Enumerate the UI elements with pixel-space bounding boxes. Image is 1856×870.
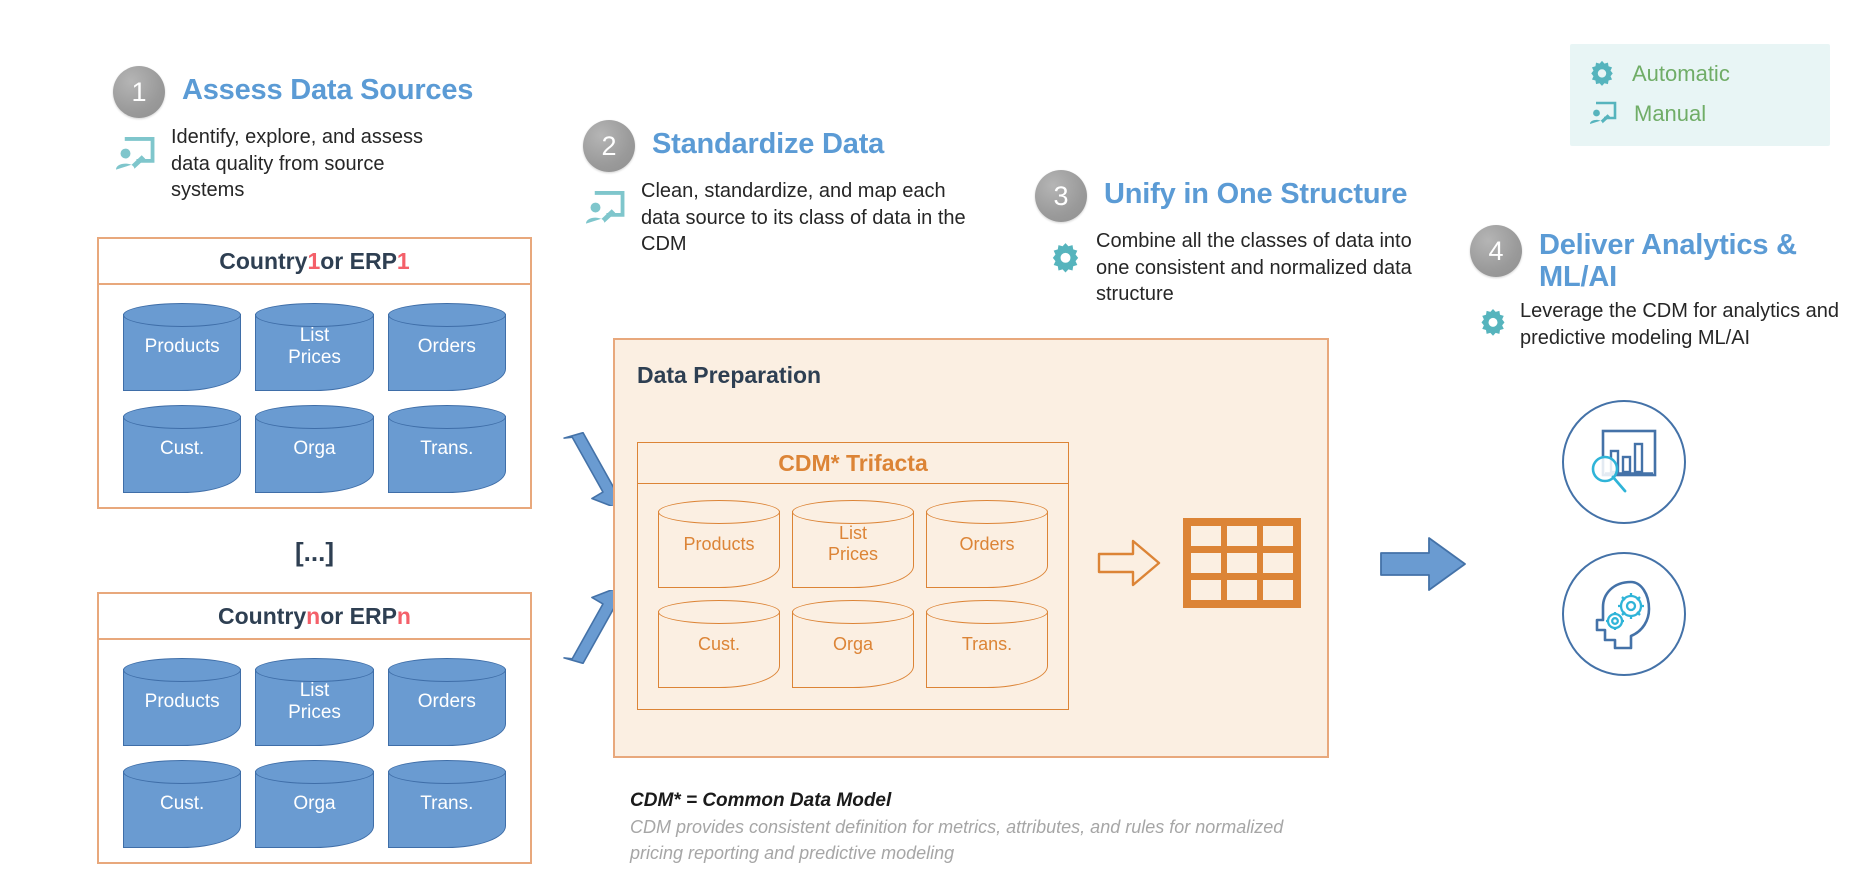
step-4: 4 Deliver Analytics & ML/AI Leverage the… [1470,225,1856,351]
step-3-description: Combine all the classes of data into one… [1096,230,1412,306]
step-1-description: Identify, explore, and assess data quali… [171,126,423,202]
manual-presentation-icon [1588,101,1618,127]
step-4-number: 4 [1470,225,1522,277]
source-box-1-index2: 1 [396,247,410,274]
data-preparation-title: Data Preparation [637,362,822,388]
source-box-1-cylinders: Products List Prices Orders Cust. Orga T… [99,285,530,513]
source-box-1-title-middle: or ERP [320,247,397,274]
step-2-description: Clean, standardize, and map each data so… [641,180,966,256]
source-box-1-index: 1 [307,247,321,274]
source-box-country-1: Country 1 or ERP 1 Products List Prices … [97,237,532,509]
analytics-chart-search-icon [1562,400,1686,524]
table-grid-icon [1183,518,1301,613]
gear-icon [1588,60,1616,88]
step-1-number: 1 [113,66,165,118]
legend-label-automatic: Automatic [1632,61,1730,86]
source-box-1-title-prefix: Country [219,247,308,274]
footnote-body: CDM provides consistent definition for m… [630,817,1284,863]
legend-item-automatic: Automatic [1588,54,1804,94]
cylinder-trans: Trans. [387,760,506,848]
cylinder-products: Products [123,658,242,746]
footnote: CDM* = Common Data Model CDM provides co… [630,790,1330,866]
source-box-country-n: Country n or ERP n Products List Prices … [97,592,532,864]
step-1-title: Assess Data Sources [182,74,474,106]
cylinder-orga: Orga [255,760,374,848]
step-3-title: Unify in One Structure [1104,178,1408,210]
cylinder-products: Products [123,303,242,391]
legend-item-manual: Manual [1588,94,1804,134]
ai-head-gears-icon [1562,552,1686,676]
cylinder-orga: Orga [792,600,914,688]
cylinder-orders: Orders [387,303,506,391]
cdm-box: CDM* Trifacta Products List Prices Order… [637,442,1069,710]
cylinder-orga: Orga [255,405,374,493]
cdm-cylinders: Products List Prices Orders Cust. Orga T… [638,484,1068,704]
mode-legend: Automatic Manual [1570,44,1830,146]
gear-icon [1049,242,1082,275]
data-preparation-panel: Data Preparation CDM* Trifacta Products … [613,338,1329,758]
cylinder-list-prices: List Prices [255,658,374,746]
source-box-1-title: Country 1 or ERP 1 [99,239,530,285]
source-box-2-title: Country n or ERP n [99,594,530,640]
cylinder-orders: Orders [387,658,506,746]
step-2: 2 Standardize Data Clean, standardize, a… [583,120,983,258]
arrow-right-icon [1379,535,1467,598]
cylinder-cust: Cust. [658,600,780,688]
source-ellipsis: [...] [295,537,334,567]
source-box-2-index2: n [396,602,411,629]
source-box-2-index: n [306,602,321,629]
cylinder-cust: Cust. [123,405,242,493]
step-2-number: 2 [583,120,635,172]
cylinder-trans: Trans. [926,600,1048,688]
step-3-number: 3 [1035,170,1087,222]
step-4-title: Deliver Analytics & ML/AI [1539,229,1797,294]
cylinder-products: Products [658,500,780,588]
source-box-2-title-prefix: Country [218,602,307,629]
footnote-title: CDM* = Common Data Model [630,790,892,811]
gear-icon [1478,308,1508,338]
cdm-title: CDM* Trifacta [638,443,1068,484]
legend-label-manual: Manual [1634,101,1707,126]
cylinder-cust: Cust. [123,760,242,848]
manual-presentation-icon [583,190,627,228]
cylinder-list-prices: List Prices [792,500,914,588]
cylinder-orders: Orders [926,500,1048,588]
source-box-2-cylinders: Products List Prices Orders Cust. Orga T… [99,640,530,868]
step-2-title: Standardize Data [652,128,885,160]
step-1: 1 Assess Data Sources Identify, explore,… [113,66,513,204]
manual-presentation-icon [113,136,157,174]
cylinder-list-prices: List Prices [255,303,374,391]
step-4-description: Leverage the CDM for analytics and predi… [1520,299,1840,349]
source-box-2-title-middle: or ERP [320,602,397,629]
arrow-right-outline-icon [1097,537,1161,594]
cylinder-trans: Trans. [387,405,506,493]
step-3: 3 Unify in One Structure Combine all the… [1035,170,1435,308]
